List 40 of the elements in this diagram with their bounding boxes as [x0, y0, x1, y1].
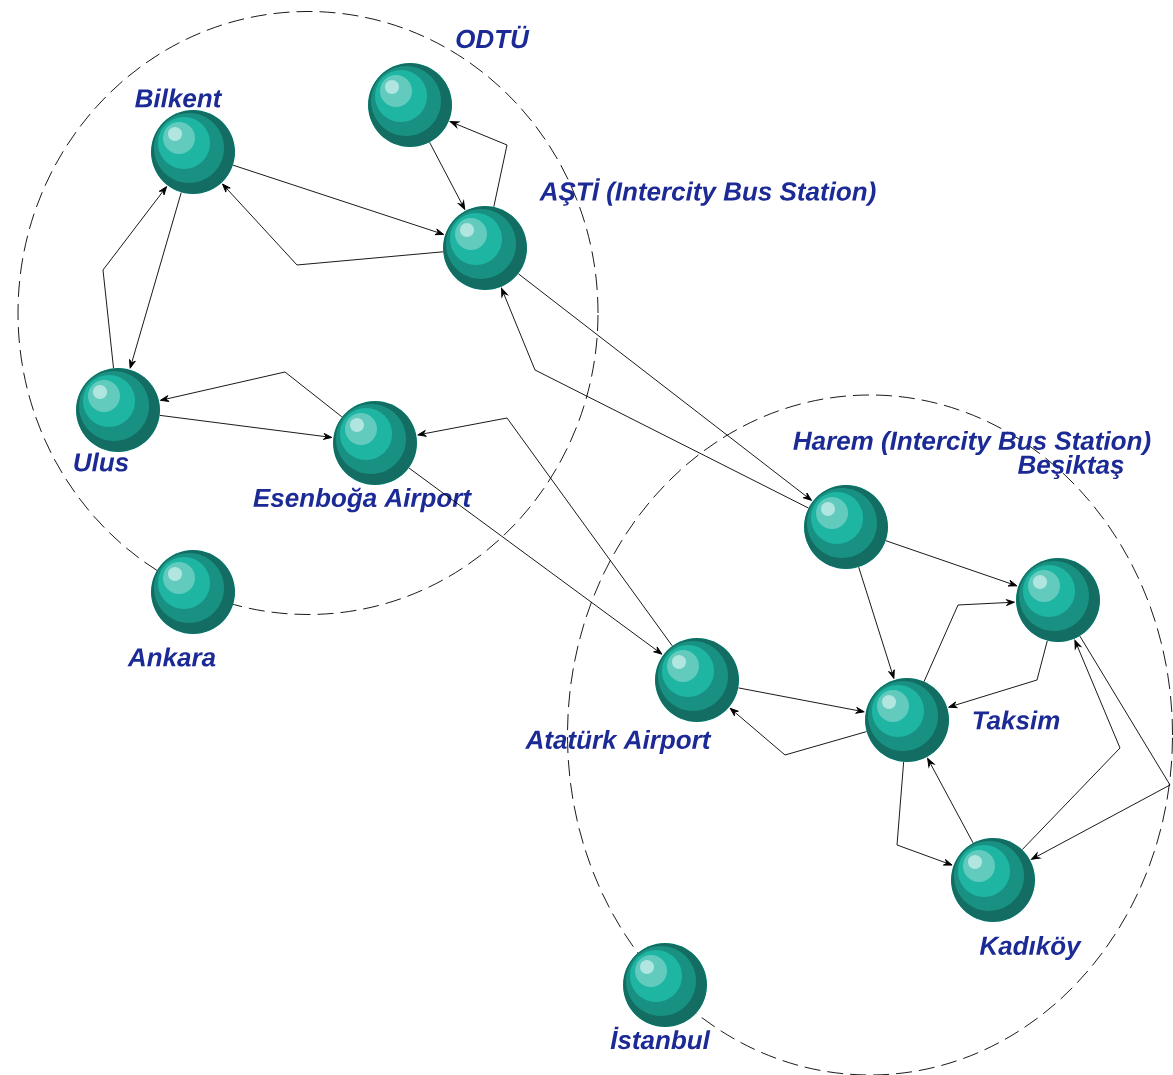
sphere-node: İstanbul [610, 943, 711, 1050]
arrow [160, 371, 343, 418]
sphere-node: Atatürk Airport [525, 638, 739, 755]
arrow [232, 164, 445, 236]
arrow [159, 414, 333, 440]
arrow [408, 467, 663, 655]
arrow [923, 599, 1015, 682]
node-label: Taksim [973, 710, 1060, 730]
node-label: Ankara [127, 647, 216, 667]
arrow [1030, 635, 1171, 860]
arrow [896, 761, 953, 866]
arrow [129, 192, 182, 369]
arrow [885, 540, 1018, 587]
arrow [429, 141, 466, 210]
node-label: Atatürk Airport [525, 729, 712, 755]
arrow [222, 183, 444, 266]
node-label: Kadıköy [979, 935, 1082, 961]
node-label: Bilkent [135, 88, 223, 108]
node-label: Ulus [74, 452, 129, 472]
arrow [1021, 639, 1121, 851]
node-label: ODTÜ [456, 25, 530, 49]
node-label: Beşiktaş [1017, 454, 1124, 480]
arrow [102, 186, 168, 369]
node-label: Harem (Intercity Bus Station) [793, 430, 1151, 456]
arrow [729, 707, 867, 756]
sphere-node: Taksim [865, 678, 1060, 762]
dashed-ellipse [17, 11, 599, 615]
arrow [738, 687, 865, 714]
sphere-node: ODTÜ [368, 25, 530, 147]
arrow [858, 566, 895, 679]
sphere-node: Bilkent [135, 88, 235, 194]
sphere-node: Ulus [74, 368, 160, 472]
sphere-node: Kadıköy [951, 838, 1082, 961]
arrow [449, 121, 508, 208]
arrow [927, 757, 974, 844]
node-label: İstanbul [610, 1026, 711, 1050]
arrow [948, 640, 1048, 709]
sphere-node: Ankara [127, 550, 235, 667]
arrow [417, 417, 673, 647]
sphere-node: Beşiktaş [1016, 454, 1124, 642]
